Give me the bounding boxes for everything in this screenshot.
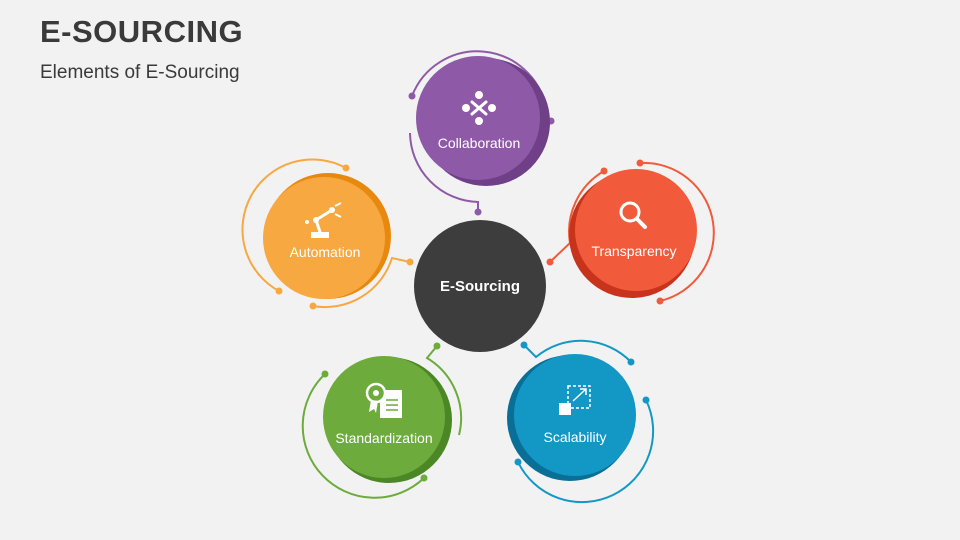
- transparency-circle: [575, 169, 697, 291]
- page-title: E-SOURCING: [40, 14, 244, 49]
- collaboration-dot: [474, 208, 482, 216]
- node-automation: Automation: [241, 158, 414, 310]
- scalability-dot: [642, 396, 650, 404]
- standardization-label: Standardization: [335, 430, 432, 446]
- collaboration-dot: [408, 92, 416, 100]
- transparency-dot: [636, 159, 644, 167]
- center-label: E-Sourcing: [440, 278, 520, 295]
- scalability-dot: [520, 341, 528, 349]
- center-circle: [414, 220, 546, 352]
- automation-dot: [406, 258, 414, 266]
- standardization-dot: [420, 474, 428, 482]
- standardization-outer-arc: [301, 373, 425, 499]
- automation-connector: [312, 256, 411, 309]
- node-standardization: Standardization: [301, 342, 462, 499]
- scale-arrow-icon: [559, 385, 591, 415]
- scalability-circle: [514, 354, 636, 476]
- automation-dot: [309, 302, 317, 310]
- collaboration-connector: [409, 132, 479, 212]
- automation-dot: [342, 164, 350, 172]
- scalability-connector: [523, 339, 632, 363]
- standardization-dot: [321, 370, 329, 378]
- automation-outer-arc: [241, 158, 347, 292]
- transparency-dot: [546, 258, 554, 266]
- node-collaboration: Collaboration: [408, 50, 555, 216]
- standardization-connector: [425, 345, 462, 436]
- magnifier-icon: [619, 201, 647, 229]
- transparency-dot: [600, 167, 608, 175]
- certificate-icon: [365, 382, 402, 418]
- node-scalability: Scalability: [507, 339, 655, 504]
- collaboration-icon: [462, 91, 496, 125]
- robot-arm-icon: [305, 202, 342, 238]
- page-subtitle: Elements of E-Sourcing: [40, 62, 240, 83]
- automation-label: Automation: [290, 244, 361, 260]
- node-transparency: Transparency: [546, 159, 715, 305]
- scalability-dot: [514, 458, 522, 466]
- collaboration-label: Collaboration: [438, 135, 521, 151]
- center-node: E-Sourcing: [414, 220, 546, 352]
- standardization-dot: [433, 342, 441, 350]
- transparency-outer-arc: [639, 161, 715, 302]
- transparency-dot: [656, 297, 664, 305]
- scalability-outer-arc: [517, 399, 655, 504]
- scalability-label: Scalability: [543, 429, 606, 445]
- transparency-label: Transparency: [591, 243, 676, 259]
- scalability-dot: [627, 358, 635, 366]
- automation-dot: [275, 287, 283, 295]
